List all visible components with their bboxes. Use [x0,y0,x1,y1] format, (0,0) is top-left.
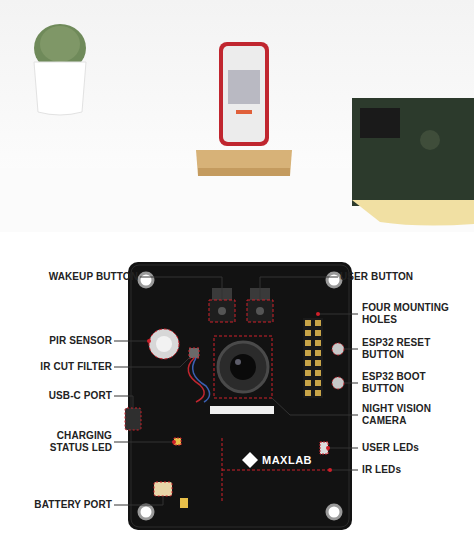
leader-dots [147,312,332,472]
lens-reflection [235,359,241,365]
callout-label: NIGHT VISION CAMERA [362,403,447,427]
pcb-edge [131,265,349,527]
camera-connector [210,406,274,414]
leader-line [140,277,222,300]
filter-wire [193,358,210,402]
plant-pot [34,62,86,115]
ir-leds-marker [222,438,223,502]
leader-line [272,398,358,415]
button-cap [256,307,264,315]
battery-port [154,482,172,496]
brand-logo: MAXLAB [262,454,312,466]
leader-line [114,496,163,505]
leader-line [260,277,338,300]
wooden-stand-edge [198,168,290,176]
mounting-hole [139,505,153,519]
callout-label: WAKEUP BUTTON [49,271,138,283]
pir-window [156,336,172,352]
leader-dot [328,468,332,472]
callout-label: BATTERY PORT [34,499,112,511]
leader-dot [316,312,320,316]
phone-screen [223,46,265,142]
photo-battery [352,200,474,226]
smd-part [180,498,188,508]
phone-screen-button [236,110,252,114]
pin-header [303,318,323,398]
wakeup-button [209,300,235,322]
wooden-stand [196,150,292,176]
filter-wire [188,358,204,402]
leader-dot [147,339,151,343]
leader-lines [114,277,358,505]
callout-label: IR CUT FILTER [40,361,112,373]
callout-label: ESP32 RESET BUTTON [362,337,447,361]
leader-dot [172,440,176,444]
leader-line [318,314,358,315]
phone-frame [219,42,269,146]
boot-button [332,377,344,389]
callout-label: CHARGING STATUS LED [32,430,112,454]
pcb-board [128,262,352,530]
photo-chip [360,108,400,138]
leader-line [328,448,358,449]
camera-lens [218,342,268,392]
leader-line [114,357,190,367]
camera-outline [214,336,272,398]
ir-cut-filter [189,348,199,358]
callout-label: USER BUTTON [340,271,413,283]
camera-lens-glass [230,354,256,380]
callout-label: PIR SENSOR [49,335,112,347]
photo-component [420,130,440,150]
leader-line [344,383,358,384]
callout-label: USB-C PORT [49,390,112,402]
mounting-hole [327,273,341,287]
user-button [247,300,273,322]
leader-line [114,341,149,342]
callout-label: IR LEDs [362,464,401,476]
usb-c-port [125,408,141,430]
button-cap [218,307,226,315]
pin-header-pads [303,318,323,398]
mounting-hole [139,273,153,287]
leader-line [330,470,358,471]
photo-board [352,98,474,206]
leader-line [114,396,133,408]
photo-background [0,0,474,232]
logo-mark [242,452,258,468]
callout-label: ESP32 BOOT BUTTON [362,371,447,395]
callout-label: USER LEDs [362,442,419,454]
pir-sensor [149,329,179,359]
leader-dot [326,446,330,450]
leader-line [344,349,358,350]
ir-leds-marker [222,470,330,471]
phone-screen-image [228,70,260,104]
mounting-hole [327,505,341,519]
cactus-highlight [40,26,80,62]
reset-button [332,343,344,355]
leader-line [114,442,174,443]
callout-label: FOUR MOUNTING HOLES [362,302,457,326]
